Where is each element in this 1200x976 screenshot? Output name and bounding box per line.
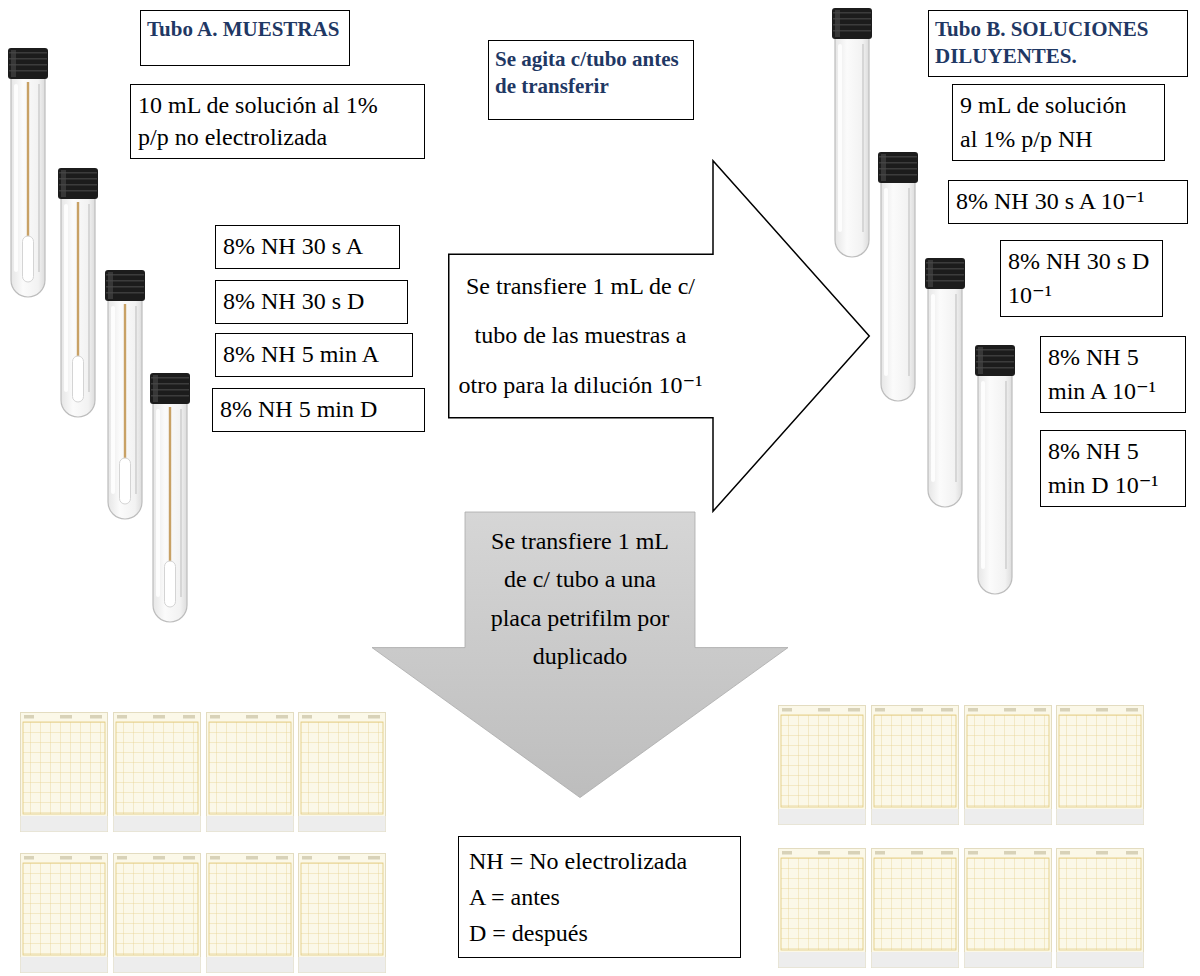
box-text: 8% NH 5 min D 10⁻¹	[1048, 435, 1178, 502]
box-text: Tubo A. MUESTRAS	[147, 16, 343, 43]
dilution-box: 8% NH 30 s D 10⁻¹	[1000, 240, 1163, 317]
petrifilm-plate	[779, 706, 866, 825]
petrifilm-plate	[114, 713, 201, 832]
box-text: Se transfiere 1 mL de c/ tubo de las mue…	[448, 254, 713, 418]
box-text: 8% NH 5 min A 10⁻¹	[1048, 341, 1178, 408]
petrifilm-plate	[965, 706, 1052, 825]
petrifilm-plate	[872, 849, 959, 968]
sample-box: 10 mL de solución al 1% p/p no electroli…	[130, 84, 425, 159]
dilution-box: 8% NH 30 s A 10⁻¹	[948, 180, 1188, 224]
test-tube	[925, 258, 965, 507]
petrifilm-plate	[299, 713, 386, 832]
dilution-box: 8% NH 5 min D 10⁻¹	[1040, 430, 1186, 507]
petrifilm-plate	[872, 706, 959, 825]
box-text: 8% NH 30 s A	[223, 230, 392, 264]
petrifilm-plates-left	[21, 713, 386, 973]
swab	[23, 82, 34, 282]
box-text: Se agita c/tubo antes de transferir	[495, 46, 687, 101]
test-tube	[832, 8, 872, 257]
box-text: 10 mL de solución al 1% p/p no electroli…	[138, 89, 394, 154]
sample-box: 8% NH 5 min D	[212, 388, 425, 432]
box-text: D = después	[469, 915, 730, 951]
petrifilm-plate	[299, 854, 386, 973]
sample-box: 8% NH 30 s A	[215, 225, 400, 269]
petrifilm-plate	[114, 854, 201, 973]
plating-arrow: Se transfiere 1 mL de c/ tubo a una plac…	[372, 512, 788, 798]
diluent-box: 9 mL de solución al 1% p/p NH	[952, 84, 1165, 161]
box-text: 8% NH 30 s D	[223, 285, 400, 319]
petrifilm-plate	[21, 713, 108, 832]
petrifilm-plate	[1057, 706, 1144, 825]
sample-box: 8% NH 5 min A	[215, 333, 413, 377]
petrifilm-plate	[207, 854, 294, 973]
arrow-shape	[449, 161, 870, 512]
test-tube	[58, 168, 98, 417]
box-text: A = antes	[469, 879, 730, 915]
swab	[165, 407, 176, 607]
petrifilm-plate	[1057, 849, 1144, 968]
petrifilm-plate	[779, 849, 866, 968]
box-text: 8% NH 30 s D 10⁻¹	[1008, 245, 1155, 312]
transfer-arrow: Se transfiere 1 mL de c/ tubo de las mue…	[448, 160, 870, 512]
test-tube	[150, 373, 190, 622]
petrifilm-plate	[207, 713, 294, 832]
heading-box: Tubo A. MUESTRAS	[140, 10, 350, 66]
test-tube	[878, 152, 918, 401]
box-text: 9 mL de solución al 1% p/p NH	[960, 89, 1138, 156]
sample-box: 8% NH 30 s D	[215, 280, 408, 324]
box-text: 8% NH 5 min A	[223, 338, 405, 372]
abbreviation-box: NH = No electrolizadaA = antesD = despué…	[458, 836, 741, 958]
petrifilm-plate	[21, 854, 108, 973]
box-text: 8% NH 5 min D	[220, 393, 417, 427]
box-text: Se transfiere 1 mL de c/ tubo a una plac…	[465, 512, 695, 676]
swab	[73, 202, 84, 402]
box-text: NH = No electrolizada	[469, 843, 730, 879]
petrifilm-plate	[965, 849, 1052, 968]
box-text: 8% NH 30 s A 10⁻¹	[956, 185, 1180, 219]
heading-box: Tubo B. SOLUCIONES DILUYENTES.	[928, 10, 1188, 77]
box-text: Tubo B. SOLUCIONES DILUYENTES.	[935, 16, 1181, 71]
petrifilm-plates-right	[779, 706, 1144, 968]
swab	[120, 304, 131, 504]
note-box: Se agita c/tubo antes de transferir	[488, 40, 694, 120]
dilution-box: 8% NH 5 min A 10⁻¹	[1040, 336, 1186, 413]
test-tube	[105, 270, 145, 519]
arrow-shape	[372, 512, 788, 798]
test-tube	[975, 345, 1015, 594]
test-tube	[8, 48, 48, 297]
